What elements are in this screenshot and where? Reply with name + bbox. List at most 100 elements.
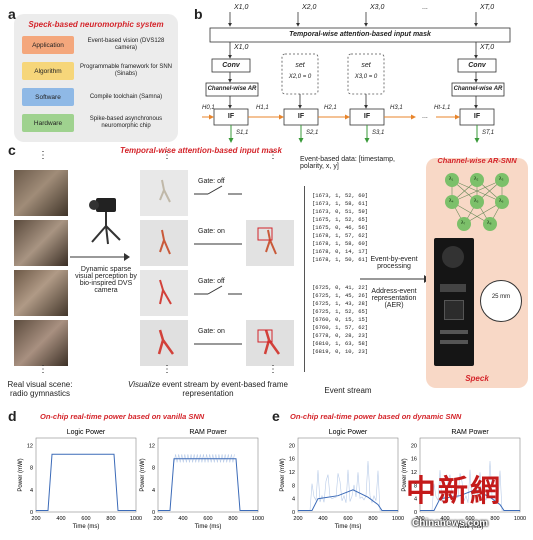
chart-title: Logic Power (67, 429, 106, 436)
ar-snn-title: Channel-wise AR-SNN (437, 156, 517, 165)
x-tick-label: 600 (203, 516, 212, 522)
event-record: [6760, 1, 57, 62] (312, 324, 369, 331)
y-tick-label: 4 (292, 497, 295, 503)
x-tick-label: 400 (56, 516, 65, 522)
y-tick-label: 4 (414, 497, 417, 503)
event-list-1: [1673, 1, 52, 60][1673, 1, 58, 61][1673,… (312, 192, 368, 264)
camera-arrow (70, 253, 130, 261)
event-record: [1675, 1, 52, 65] (312, 216, 369, 223)
camera-caption: Dynamic sparse visual perception by bio-… (75, 266, 137, 294)
input-x2: X2,0 (302, 4, 317, 11)
conv-box-1: Conv (222, 62, 240, 69)
x-tick-label: 200 (153, 516, 162, 522)
layer-desc-algorithm: Programmable framework for SNN (Sinabs) (79, 64, 173, 77)
h-label-3: H3,1 (390, 105, 403, 111)
gate-3: Gate: off (198, 278, 225, 285)
node-lambda-5: λ₅ (474, 198, 479, 204)
conv-box-t: Conv (468, 62, 486, 69)
chart-title: RAM Power (451, 429, 489, 436)
y-tick-label: 4 (30, 488, 33, 494)
panel-c-title: Temporal-wise attention-based input mask (120, 146, 282, 155)
x-tick-label: 400 (318, 516, 327, 522)
set-eq-2: X2,0 = 0 (288, 74, 312, 80)
layer-desc-software: Compile toolchain (Samna) (89, 93, 163, 100)
event-record: [6725, 0, 41, 22] (312, 284, 369, 291)
event-record: [6725, 1, 52, 65] (312, 308, 369, 315)
panel-a-box: Speck-based neuromorphic system Applicat… (14, 14, 178, 142)
x-tick-label: 800 (228, 516, 237, 522)
plot-frame (419, 437, 521, 513)
x-tick-label: 800 (368, 516, 377, 522)
y-tick-label: 0 (414, 510, 417, 516)
panel-e-letter: e (272, 408, 280, 424)
power-noise-trace (420, 460, 520, 511)
event-record: [6725, 1, 45, 26] (312, 292, 369, 299)
chart-title: Logic Power (329, 429, 368, 436)
scene-photo-4 (14, 320, 68, 366)
event-frames-column (140, 170, 188, 366)
ellipsis-top-frames: ⋮ (162, 150, 172, 161)
event-list-2: [6725, 0, 41, 22][6725, 1, 45, 26] [6725,… (312, 284, 368, 356)
if-box-3: IF (363, 113, 371, 120)
s-label-3: S3,1 (372, 130, 385, 136)
power-trace (158, 458, 258, 511)
plot-frame (35, 437, 137, 513)
y-tick-label: 0 (152, 510, 155, 516)
gate-1: Gate: off (198, 178, 225, 185)
speck-chip-board (434, 238, 474, 366)
gate-labels: Gate: off Gate: on Gate: off Gate: on (192, 170, 242, 366)
y-tick-label: 8 (414, 483, 417, 489)
ellipsis-bottom-masked: ⋮ (268, 364, 278, 375)
processing-arrow (360, 275, 430, 283)
event-record: [6760, 0, 15, 15] (312, 316, 369, 323)
mask-label: Temporal-wise attention-based input mask (289, 31, 431, 38)
input-xt: XT,0 (480, 4, 495, 11)
layer-tag-application: Application (22, 36, 74, 54)
set-eq-3: X3,0 = 0 (354, 74, 378, 80)
watermark-en: Chinanews.com (412, 518, 489, 529)
scale-label: 25 mm (491, 294, 511, 300)
y-tick-label: 20 (411, 443, 417, 449)
event-record: [1673, 1, 52, 60] (312, 192, 369, 199)
aer-label: Address-event representation (AER) (371, 288, 417, 309)
chart-title: RAM Power (189, 429, 227, 436)
node-lambda-4: λ₄ (449, 198, 454, 204)
x-tick-label: 1000 (130, 516, 142, 522)
channel-ar-1: Channel-wise AR (207, 86, 257, 92)
event-stream-caption: Event stream (324, 386, 372, 395)
h-label-1: H1,1 (256, 105, 269, 111)
watermark-cn: 中新網 (406, 474, 502, 509)
x-tick-label: 600 (343, 516, 352, 522)
y-tick-label: 12 (149, 443, 155, 449)
x-tick-label: 600 (465, 516, 474, 522)
power-trace (298, 489, 398, 511)
ellipsis-top-photos: ⋮ (38, 150, 48, 161)
x-axis-label: Time (ms) (335, 524, 362, 530)
event-processing-label: Event-by-event processing (370, 256, 418, 270)
panel-a-letter: a (8, 6, 16, 22)
h-label-2: H2,1 (324, 105, 337, 111)
y-tick-label: 12 (289, 470, 295, 476)
x-tick-label: 200 (293, 516, 302, 522)
scale-circle (480, 280, 522, 322)
event-record: [1673, 0, 51, 59] (312, 208, 369, 215)
plot-frame (297, 437, 399, 513)
s-label-t: ST,1 (482, 130, 495, 136)
real-scene-caption: Real visual scene: radio gymnastics (7, 380, 73, 398)
gate-switches (194, 185, 242, 345)
mask-out-x1: X1,0 (234, 44, 249, 51)
y-tick-label: 8 (152, 466, 155, 472)
y-tick-label: 0 (30, 510, 33, 516)
y-tick-label: 16 (411, 457, 417, 463)
scene-photo-3 (14, 270, 68, 316)
h-label-0: H0,1 (202, 105, 215, 111)
layer-desc-hardware: Spike-based asynchronous neuromorphic ch… (89, 116, 163, 129)
event-record: [1678, 1, 58, 60] (312, 240, 369, 247)
ar-snn-network (445, 173, 509, 231)
gate-4: Gate: on (198, 328, 225, 335)
s-label-1: S1,1 (236, 130, 249, 136)
set-label-2: set (295, 62, 305, 69)
photo-frames (14, 170, 68, 366)
y-tick-label: 20 (289, 443, 295, 449)
